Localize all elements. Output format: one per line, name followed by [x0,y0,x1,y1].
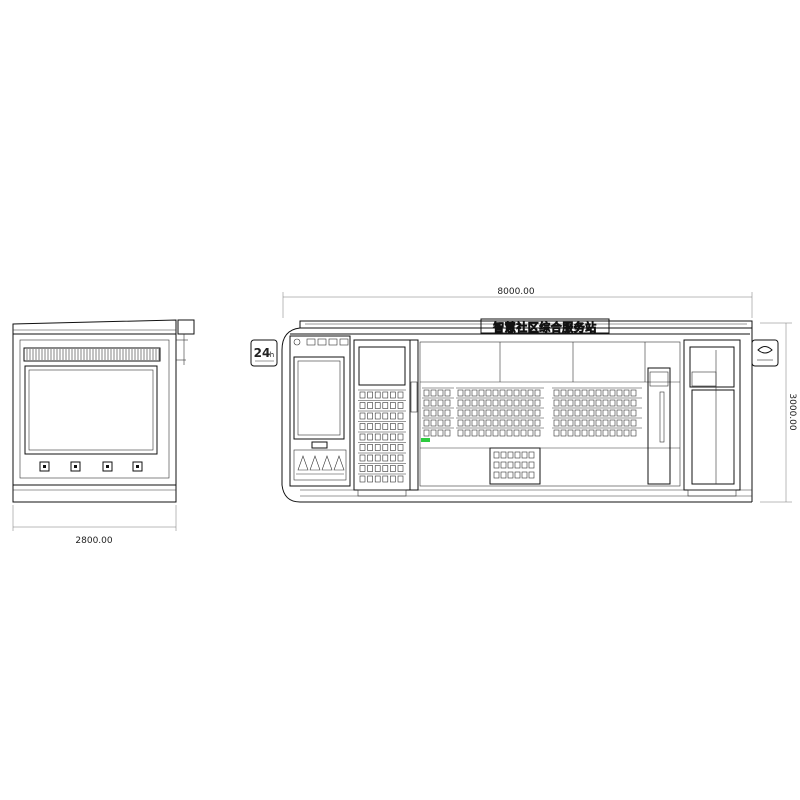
side-louver-vent [23,347,161,362]
badge-24-text: 24 [254,346,271,360]
sign-board [480,318,610,334]
kiosk-lower-cabinet [293,449,347,481]
front-height-dimension: 3000.00 [787,393,797,430]
storefront-glass [419,341,681,487]
front-roof [299,320,753,329]
side-outlets [39,461,143,472]
front-elevation: 8000.00 3000.00 智慧社区综合服务站 24 h [250,287,797,503]
front-body-outline [281,327,752,503]
badge-right-logo [751,339,779,367]
badge-24h: 24 h [250,339,278,367]
entrance-door [683,339,741,497]
vending-cabinet-left [353,339,419,497]
side-display-panel [24,365,158,455]
side-elevation: 2800.00 [12,319,195,546]
side-bracket [177,319,195,335]
badge-h-text: h [270,351,274,359]
side-width-dimension: 2800.00 [75,536,112,546]
kiosk-screen [293,356,345,440]
main-sign-text: 智慧社区综合服务站 [493,320,597,334]
front-width-dimension: 8000.00 [497,287,534,297]
side-roof [12,319,177,335]
green-indicator [421,438,430,442]
kiosk-module [289,335,351,487]
side-body [12,333,177,503]
